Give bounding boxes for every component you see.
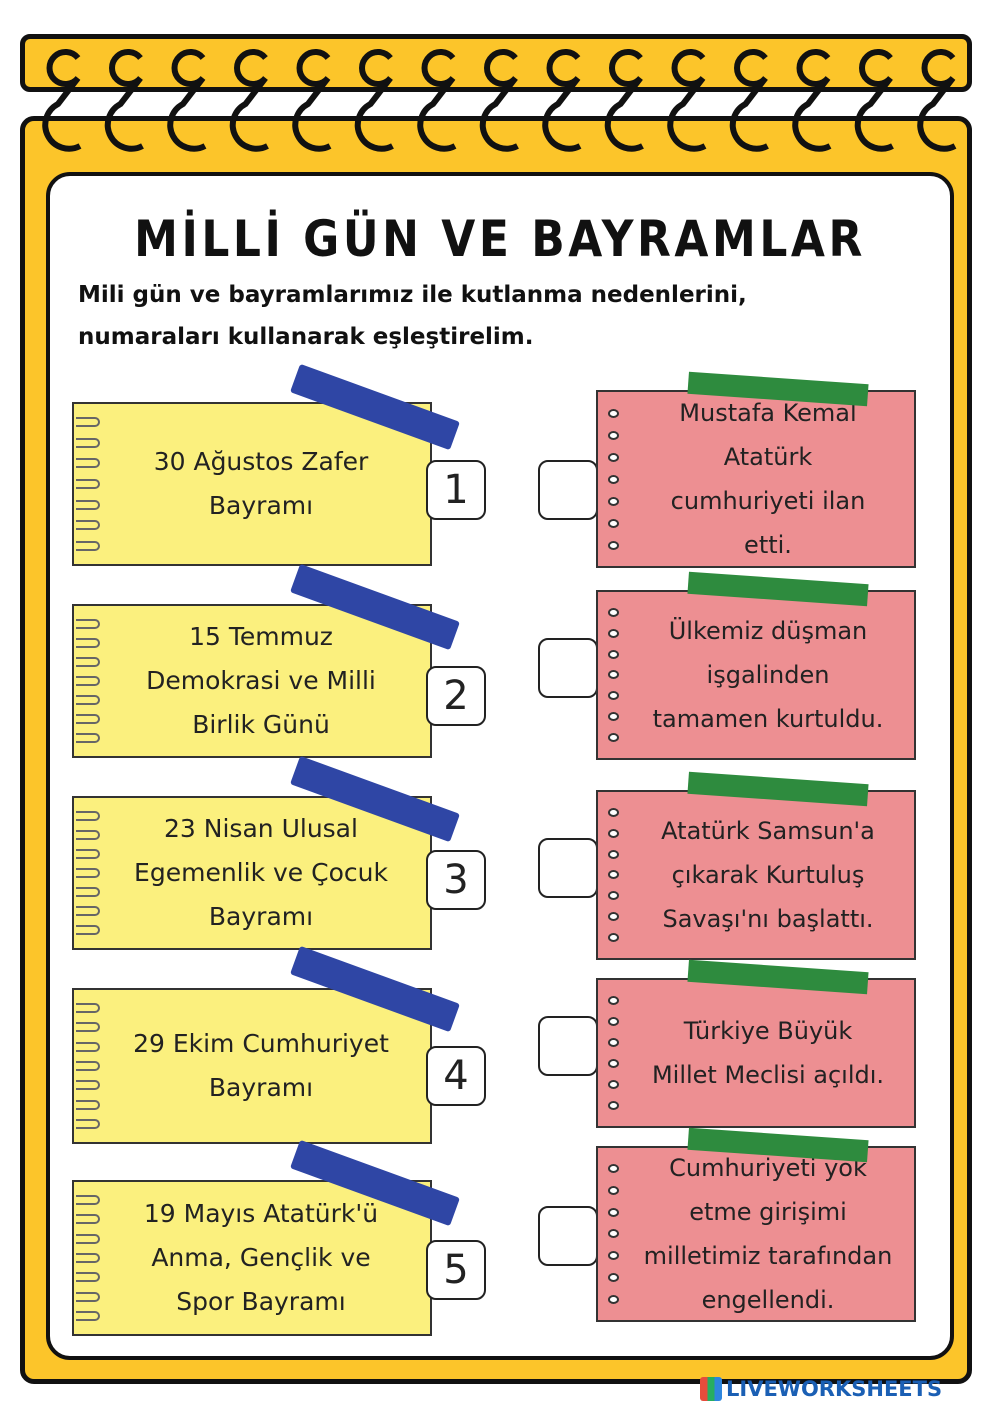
spiral-ring bbox=[229, 49, 269, 152]
answer-box-1[interactable] bbox=[538, 460, 598, 520]
holiday-text: 29 Ekim Cumhuriyet bbox=[133, 1029, 389, 1058]
holiday-text: 19 Mayıs Atatürk'ü bbox=[143, 1199, 379, 1228]
page-title: MİLLİ GÜN VE BAYRAMLAR bbox=[134, 210, 866, 268]
holiday-text: Demokrasi ve Milli bbox=[146, 666, 376, 695]
reason-text: etti. bbox=[744, 531, 792, 559]
holiday-text: Birlik Günü bbox=[192, 710, 330, 739]
holiday-number-5: 5 bbox=[426, 1240, 486, 1300]
reason-text: milletimiz tarafından bbox=[643, 1242, 893, 1270]
answer-box-4[interactable] bbox=[538, 1016, 598, 1076]
spiral-ring bbox=[104, 49, 144, 152]
spiral-rings bbox=[42, 49, 957, 152]
spiral-ring bbox=[729, 49, 769, 152]
spiral-ring bbox=[854, 49, 894, 152]
reason-text: cumhuriyeti ilan bbox=[670, 487, 866, 515]
reason-text: Atatürk Samsun'a bbox=[661, 817, 875, 845]
note-holes bbox=[608, 990, 620, 1116]
reason-text: etme girişimi bbox=[689, 1198, 847, 1226]
spiral-ring bbox=[167, 49, 207, 152]
spiral-ring bbox=[354, 49, 394, 152]
holiday-text: 30 Ağustos Zafer bbox=[153, 447, 369, 476]
note-holes bbox=[608, 1158, 620, 1310]
spiral-ring bbox=[42, 49, 82, 152]
liveworksheets-logo: LIVEWORKSHEETS bbox=[700, 1374, 992, 1404]
note-spiral bbox=[76, 412, 104, 556]
holiday-text: Bayramı bbox=[208, 1073, 314, 1102]
spiral-ring bbox=[792, 49, 832, 152]
answer-box-3[interactable] bbox=[538, 838, 598, 898]
reason-text: çıkarak Kurtuluş bbox=[671, 861, 865, 889]
note-spiral bbox=[76, 806, 104, 940]
note-holes bbox=[608, 602, 620, 748]
reason-text: Atatürk bbox=[723, 443, 813, 471]
holiday-text: Bayramı bbox=[208, 491, 314, 520]
reason-text: Ülkemiz düşman bbox=[668, 617, 868, 645]
instruction-line-1: Mili gün ve bayramlarımız ile kutlanma n… bbox=[78, 282, 747, 308]
holiday-number-3: 3 bbox=[426, 850, 486, 910]
logo-icon bbox=[700, 1377, 722, 1401]
note-spiral bbox=[76, 614, 104, 748]
holiday-text: Anma, Gençlik ve bbox=[151, 1243, 371, 1272]
holiday-text: Spor Bayramı bbox=[176, 1287, 346, 1316]
holiday-text: 23 Nisan Ulusal bbox=[164, 814, 358, 843]
note-spiral bbox=[76, 998, 104, 1134]
note-holes bbox=[608, 402, 620, 556]
spiral-ring bbox=[917, 49, 957, 152]
logo-text: LIVEWORKSHEETS bbox=[726, 1377, 943, 1401]
holiday-text: 15 Temmuz bbox=[189, 622, 333, 651]
reason-card-2: Ülkemiz düşman işgalinden tamamen kurtuldu… bbox=[596, 590, 916, 760]
instruction-line-2: numaraları kullanarak eşleştirelim. bbox=[78, 324, 534, 350]
reason-text: Savaşı'nı başlattı. bbox=[662, 905, 874, 933]
reason-text: işgalinden bbox=[706, 661, 830, 689]
reason-text: Millet Meclisi açıldı. bbox=[651, 1061, 885, 1089]
spiral-ring bbox=[479, 49, 519, 152]
reason-text: engellendi. bbox=[701, 1286, 835, 1314]
answer-box-5[interactable] bbox=[538, 1206, 598, 1266]
reason-text: tamamen kurtuldu. bbox=[652, 705, 884, 733]
note-holes bbox=[608, 802, 620, 948]
holiday-text: Bayramı bbox=[208, 902, 314, 931]
answer-box-2[interactable] bbox=[538, 638, 598, 698]
note-spiral bbox=[76, 1190, 104, 1326]
holiday-number-1: 1 bbox=[426, 460, 486, 520]
holiday-text: Egemenlik ve Çocuk bbox=[134, 858, 388, 887]
spiral-ring bbox=[667, 49, 707, 152]
reason-text: Mustafa Kemal bbox=[679, 399, 857, 427]
reason-text: Türkiye Büyük bbox=[683, 1017, 853, 1045]
holiday-number-4: 4 bbox=[426, 1046, 486, 1106]
spiral-ring bbox=[604, 49, 644, 152]
spiral-ring bbox=[542, 49, 582, 152]
spiral-ring bbox=[292, 49, 332, 152]
spiral-ring bbox=[417, 49, 457, 152]
holiday-number-2: 2 bbox=[426, 666, 486, 726]
